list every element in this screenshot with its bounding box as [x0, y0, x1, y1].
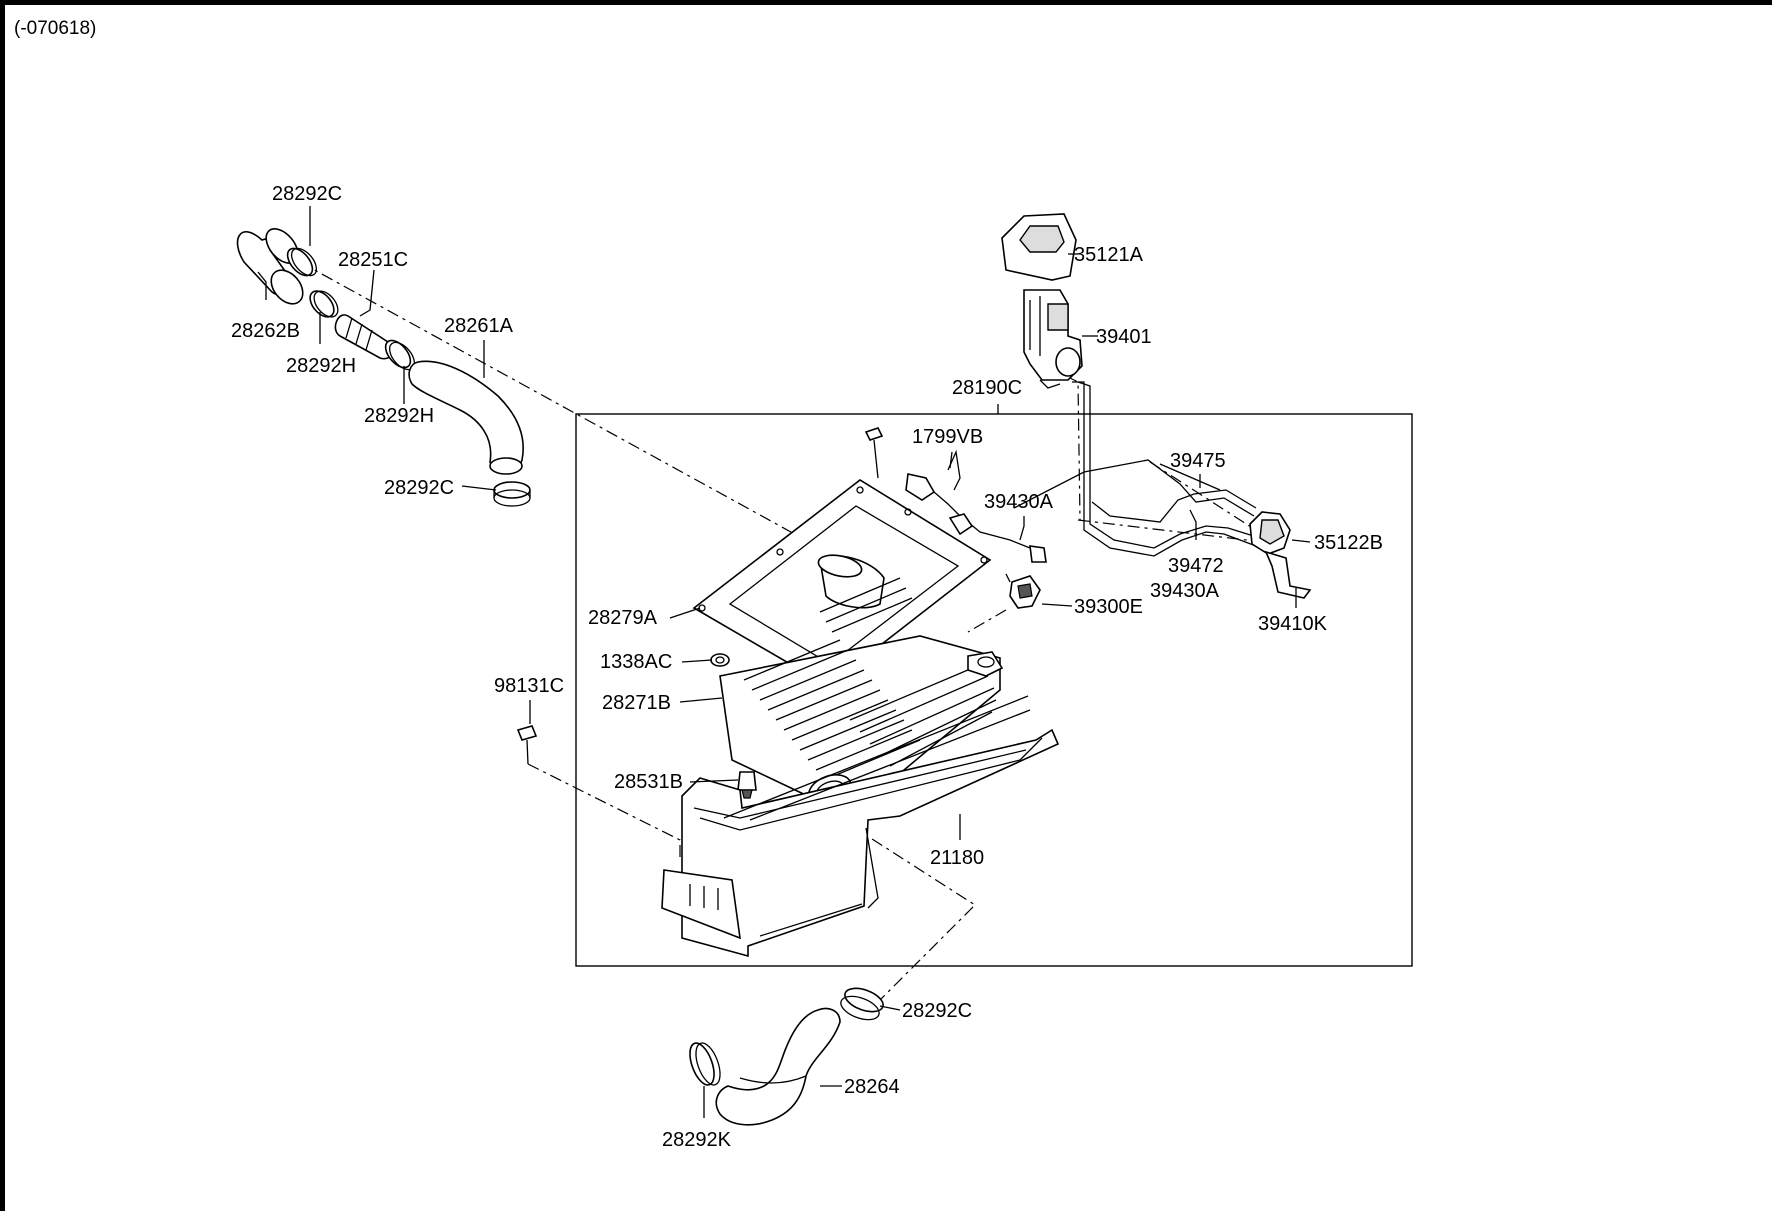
callout-39410k: 39410K — [1258, 613, 1328, 635]
solenoid-35122b — [1249, 511, 1291, 555]
clamp-28292c-left — [493, 481, 531, 507]
clamp-28292h-a — [309, 290, 339, 318]
cover-35121a — [1001, 213, 1077, 281]
callout-1799vb: 1799VB — [912, 426, 983, 448]
bolt-28279a-top — [864, 427, 884, 479]
vacuum-hoses — [1013, 381, 1261, 557]
callout-28292c-left: 28292C — [384, 477, 454, 499]
assembly-box — [575, 413, 1413, 967]
callout-39401: 39401 — [1096, 326, 1152, 348]
callout-28262b: 28262B — [231, 320, 300, 342]
bracket-39410k — [1264, 550, 1312, 599]
revision-note: (-070618) — [14, 18, 97, 39]
callout-28292k: 28292K — [662, 1129, 732, 1151]
nut-1338ac — [710, 653, 730, 667]
pipe-28251c — [334, 314, 394, 360]
callout-28531b: 28531B — [614, 771, 683, 793]
sensor-39300e — [1005, 573, 1041, 609]
callout-39475: 39475 — [1170, 450, 1226, 472]
valve-39401 — [1023, 289, 1083, 389]
connector-1799vb — [905, 449, 1047, 563]
plate-duct — [817, 554, 885, 609]
callout-1338ac: 1338AC — [600, 651, 672, 673]
callout-28271b: 28271B — [602, 692, 671, 714]
frame-21180 — [661, 695, 1060, 958]
upper-hose-28262b — [236, 228, 304, 305]
callout-28292c-top: 28292C — [272, 183, 342, 205]
callout-28292c-bottom: 28292C — [902, 1000, 972, 1022]
callout-28264: 28264 — [844, 1076, 900, 1098]
callout-28261a: 28261A — [444, 315, 514, 337]
callout-28292h-b: 28292H — [364, 405, 434, 427]
callout-35122b: 35122B — [1314, 532, 1383, 554]
callout-21180: 21180 — [930, 847, 984, 869]
callout-28190c: 28190C — [952, 377, 1022, 399]
callout-39472: 39472 — [1168, 555, 1224, 577]
clamp-28292c-top — [286, 247, 318, 277]
hose-28264 — [715, 1007, 841, 1126]
clamp-28292c-bottom — [840, 987, 884, 1021]
clamp-28292k — [689, 1042, 721, 1086]
callout-39430a-bottom: 39430A — [1150, 580, 1220, 602]
callout-98131c: 98131C — [494, 675, 564, 697]
callout-35121a: 35121A — [1074, 244, 1144, 266]
callout-39300e: 39300E — [1074, 596, 1143, 618]
leader-lines — [257, 206, 1311, 1118]
callout-28251c: 28251C — [338, 249, 408, 271]
callout-28292h-a: 28292H — [286, 355, 356, 377]
callout-39430a-top: 39430A — [984, 491, 1054, 513]
hose-28261a — [408, 360, 524, 475]
callout-28279a: 28279A — [588, 607, 658, 629]
bolt-98131c — [516, 725, 538, 765]
drain-28531b — [737, 771, 757, 799]
